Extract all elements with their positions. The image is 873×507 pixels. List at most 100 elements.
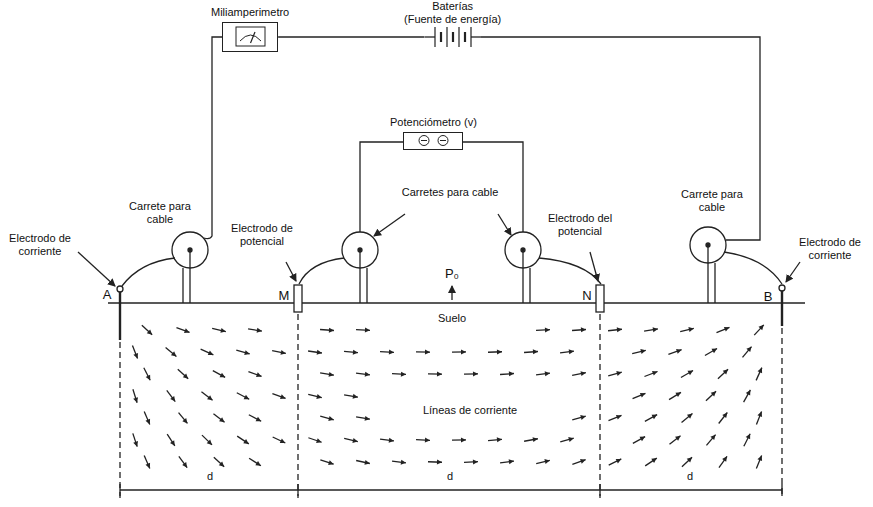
current-arrowhead bbox=[220, 373, 226, 378]
current-electrode bbox=[779, 285, 785, 326]
current-arrowhead bbox=[437, 460, 442, 465]
current-arrowhead bbox=[208, 351, 214, 356]
current-arrowhead bbox=[220, 328, 225, 333]
current-arrowhead bbox=[316, 394, 321, 399]
leader-arrow bbox=[374, 214, 405, 236]
electrode-label: Electrodo de potencial bbox=[227, 222, 297, 248]
current-arrowhead bbox=[329, 372, 334, 377]
current-arrow bbox=[133, 389, 137, 402]
current-arrow bbox=[669, 436, 680, 445]
circuit-wire bbox=[278, 36, 424, 37]
current-arrow bbox=[609, 459, 622, 465]
current-arrowhead bbox=[256, 417, 262, 422]
current-arrowhead bbox=[473, 459, 478, 464]
current-arrowhead bbox=[675, 436, 680, 441]
current-arrowhead bbox=[746, 347, 751, 352]
milliammeter: Miliamperimetro bbox=[211, 6, 289, 52]
current-arrow bbox=[167, 434, 175, 446]
current-arrowhead bbox=[280, 394, 286, 399]
current-arrowhead bbox=[425, 350, 430, 355]
current-arrowhead bbox=[651, 458, 657, 463]
electrode-cable bbox=[299, 258, 344, 284]
current-arrowhead bbox=[255, 461, 261, 466]
current-arrow bbox=[644, 372, 657, 377]
electrode-cable bbox=[539, 258, 601, 284]
current-arrowhead bbox=[389, 350, 394, 355]
current-arrow bbox=[320, 460, 333, 464]
potential-electrode bbox=[596, 285, 604, 312]
current-arrowhead bbox=[746, 390, 751, 396]
current-arrow bbox=[249, 415, 261, 422]
current-arrow bbox=[645, 415, 657, 422]
current-arrowhead bbox=[688, 371, 694, 376]
current-arrowhead bbox=[133, 441, 138, 447]
current-arrowhead bbox=[219, 461, 224, 466]
current-arrowhead bbox=[722, 456, 727, 462]
instrument-label: Miliamperimetro bbox=[211, 6, 289, 19]
current-arrow bbox=[572, 460, 585, 465]
current-arrowhead bbox=[652, 371, 658, 376]
current-arrow bbox=[179, 413, 188, 424]
current-arrowhead bbox=[243, 439, 249, 444]
reel-label: Carrete para cable bbox=[672, 188, 752, 214]
dimension-label: d bbox=[440, 470, 460, 483]
current-arrowhead bbox=[687, 414, 692, 419]
current-arrow bbox=[176, 328, 189, 333]
current-arrowhead bbox=[133, 353, 138, 359]
current-arrowhead bbox=[545, 327, 550, 332]
current-arrow bbox=[608, 415, 621, 420]
current-arrowhead bbox=[401, 372, 406, 377]
current-arrow bbox=[744, 434, 750, 447]
current-arrowhead bbox=[171, 351, 176, 356]
current-arrowhead bbox=[353, 394, 358, 399]
current-arrow bbox=[144, 456, 150, 469]
current-arrowhead bbox=[219, 417, 224, 422]
dimension-label: d bbox=[680, 470, 700, 483]
current-arrowhead bbox=[329, 328, 334, 333]
current-arrowhead bbox=[569, 349, 574, 354]
current-arrowhead bbox=[184, 328, 190, 333]
current-arrowhead bbox=[497, 349, 502, 354]
current-arrowhead bbox=[365, 416, 370, 421]
current-arrow bbox=[237, 393, 249, 399]
current-arrow bbox=[668, 350, 681, 355]
current-arrowhead bbox=[580, 415, 585, 420]
current-arrow bbox=[633, 393, 646, 398]
leader-arrow bbox=[286, 262, 296, 281]
current-arrow bbox=[214, 457, 224, 466]
current-arrowhead bbox=[533, 349, 538, 354]
milliammeter-symbol bbox=[222, 22, 278, 52]
leader-arrow bbox=[590, 252, 598, 281]
current-arrow bbox=[144, 368, 150, 380]
current-arrowhead bbox=[509, 459, 514, 464]
current-arrowhead bbox=[568, 437, 573, 442]
electrode-letter: M bbox=[274, 288, 294, 303]
current-arrowhead bbox=[207, 395, 212, 400]
current-arrow bbox=[682, 457, 692, 467]
current-arrow bbox=[249, 458, 261, 466]
current-arrowhead bbox=[616, 459, 622, 464]
current-arrowhead bbox=[365, 372, 370, 377]
point-arrow bbox=[451, 286, 452, 300]
dimension-label: d bbox=[200, 470, 220, 483]
current-arrow bbox=[756, 411, 761, 424]
current-arrow bbox=[717, 327, 730, 332]
electrode-cable bbox=[122, 258, 175, 286]
current-arrowhead bbox=[133, 397, 138, 403]
current-arrow bbox=[132, 345, 137, 358]
current-arrow bbox=[706, 391, 716, 401]
current-arrowhead bbox=[280, 350, 285, 355]
current-arrowhead bbox=[545, 371, 550, 376]
current-arrow bbox=[756, 368, 762, 381]
current-arrow bbox=[669, 392, 681, 399]
current-arrowhead bbox=[401, 460, 406, 465]
current-arrowhead bbox=[146, 419, 151, 425]
current-arrow bbox=[272, 394, 285, 399]
current-arrow bbox=[202, 435, 212, 445]
cable-reel bbox=[690, 227, 726, 303]
current-arrowhead bbox=[652, 415, 658, 420]
current-arrowhead bbox=[757, 411, 762, 417]
dashed-guide bbox=[120, 314, 782, 498]
